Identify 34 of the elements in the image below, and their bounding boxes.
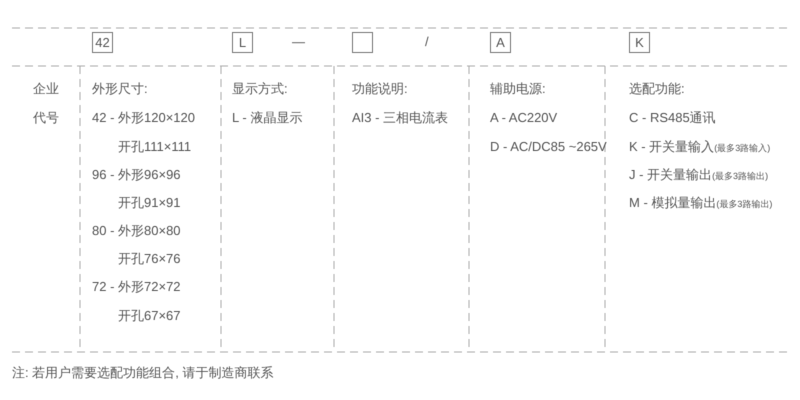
footnote-text: (最多3路输出) [712,170,768,182]
note-text: 注: 若用户需要选配功能组合, 请于制造商联系 [12,364,274,382]
code-box: 42 [92,32,113,53]
heading-text: 辅助电源: [490,80,546,98]
heading-text: 外形尺寸: [92,80,148,98]
heading-text: 显示方式: [232,80,288,98]
footnote-text: (最多3路输出) [716,198,772,210]
code-box: A [490,32,511,53]
option-text: 代号 [33,109,59,127]
option-text: K - 开关量输入 [629,138,714,156]
heading-text: 选配功能: [629,80,685,98]
option-text: D - AC/DC85 ~265V [490,138,607,156]
option-text: AI3 - 三相电流表 [352,109,448,127]
option-text: J - 开关量输出 [629,166,712,184]
option-text: A - AC220V [490,109,558,127]
heading-text: 企业 [33,80,59,98]
separator-slash: / [425,33,429,51]
option-text: 96 - 外形96×96 [92,166,181,184]
code-box: K [629,32,650,53]
option-text: 开孔67×67 [118,307,181,325]
option-text: M - 模拟量输出 [629,194,716,212]
heading-text: 功能说明: [352,80,408,98]
option-text: 开孔111×111 [118,138,192,156]
option-text: C - RS485通讯 [629,109,716,127]
option-text: 开孔91×91 [118,194,181,212]
option-text: 72 - 外形72×72 [92,278,181,296]
empty-code-box [352,32,373,53]
option-text: L - 液晶显示 [232,109,302,127]
option-text: 80 - 外形80×80 [92,222,181,240]
option-text: 开孔76×76 [118,250,181,268]
separator-dash: — [292,33,305,51]
code-box: L [232,32,253,53]
option-text: 42 - 外形120×120 [92,109,195,127]
footnote-text: (最多3路输入) [714,142,770,154]
